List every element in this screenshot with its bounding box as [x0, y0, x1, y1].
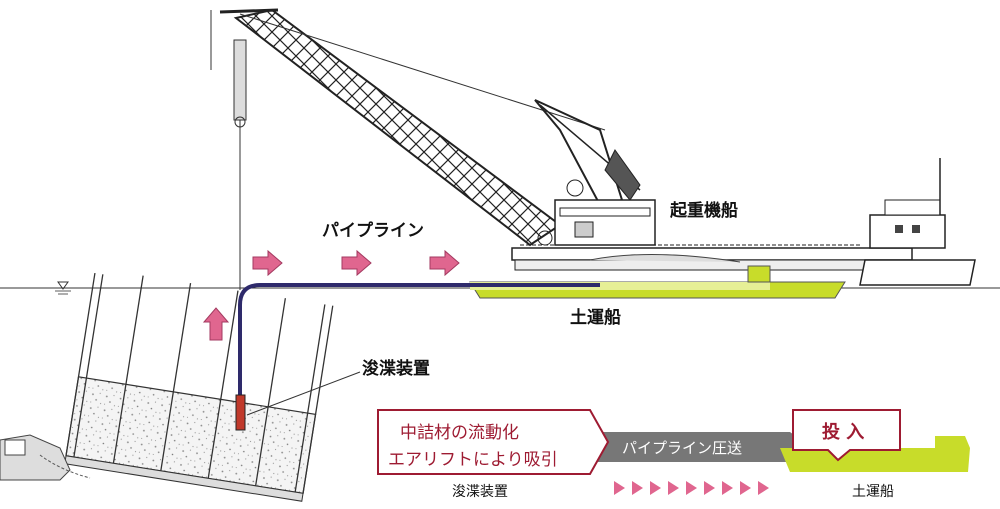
barge-icon: [780, 436, 970, 472]
flow-arrow: [252, 249, 283, 277]
step1-box: [377, 409, 610, 475]
step3-label: 投 入: [822, 422, 865, 443]
crane-ship-label: 起重機船: [670, 201, 738, 221]
flow-arrow-up: [202, 307, 230, 341]
crane-ship-hull: [511, 158, 976, 286]
caption-soil-barge: 土運船: [852, 484, 894, 500]
flow-arrows: [202, 249, 460, 341]
caption-dredge-device: 浚渫装置: [452, 484, 508, 500]
step1-line1: 中詰材の流動化: [400, 423, 519, 443]
flow-arrow: [341, 249, 372, 277]
flow-triangles: [614, 481, 769, 495]
soil-barge: [469, 265, 846, 299]
crane-hook-block: [233, 39, 247, 121]
pipeline-label: パイプライン: [322, 221, 424, 241]
soil-barge-label: 土運船: [570, 308, 621, 328]
rubble-mound: [0, 434, 91, 481]
crane-boom: [219, 8, 606, 247]
crane-house: [534, 99, 656, 246]
dredge-device-shape: [235, 394, 246, 431]
water-level-symbol: [55, 281, 71, 295]
dredge-leader-line: [246, 371, 361, 416]
dredge-device-label: 浚渫装置: [362, 359, 430, 379]
step2-label: パイプライン圧送: [622, 439, 743, 457]
flow-arrow: [429, 249, 460, 277]
pipeline: [238, 283, 600, 430]
caisson: [64, 272, 334, 502]
step1-line2: エアリフトにより吸引: [388, 450, 558, 470]
step3-callout: [792, 409, 901, 462]
pipeline-band: [585, 432, 810, 462]
